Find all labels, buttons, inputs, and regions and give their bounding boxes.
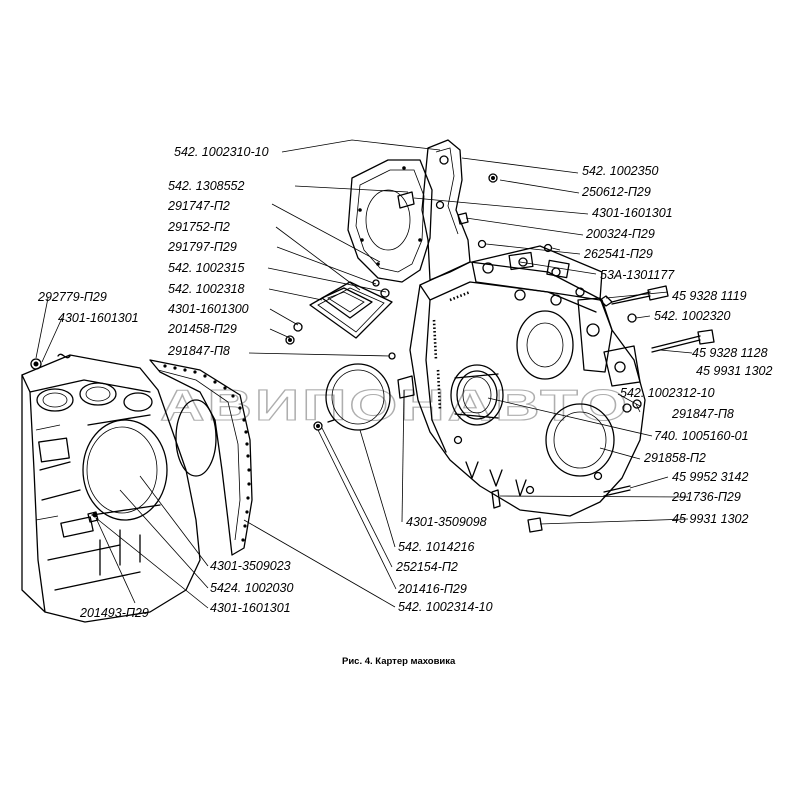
label-p34: 542. 1002314-10 bbox=[398, 600, 493, 614]
part-labels: 542. 1002310-10 542. 1308552 291747-П2 2… bbox=[37, 145, 773, 620]
label-p13: 542. 1002350 bbox=[582, 164, 659, 178]
label-p3: 291747-П2 bbox=[167, 199, 230, 213]
label-p12: 4301-1601301 bbox=[58, 311, 139, 325]
cover-plate-drawing bbox=[313, 363, 415, 431]
label-p10: 291847-П8 bbox=[167, 344, 230, 358]
label-p22: 542. 1002312-10 bbox=[620, 386, 715, 400]
label-p9: 201458-П29 bbox=[167, 322, 237, 336]
label-p8: 4301-1601300 bbox=[168, 302, 249, 316]
engine-block-drawing bbox=[21, 353, 253, 623]
label-p7: 542. 1002318 bbox=[168, 282, 245, 296]
label-p24: 740. 1005160-01 bbox=[654, 429, 749, 443]
label-p33: 201416-П29 bbox=[397, 582, 467, 596]
label-p20: 542. 1002320 bbox=[654, 309, 731, 323]
label-p21: 45 9328 1128 bbox=[692, 346, 768, 360]
label-p30: 4301-3509098 bbox=[406, 515, 487, 529]
label-p6: 542. 1002315 bbox=[168, 261, 245, 275]
label-p11: 292779-П29 bbox=[37, 290, 107, 304]
label-p31: 542. 1014216 bbox=[398, 540, 475, 554]
label-p14: 250612-П29 bbox=[581, 185, 651, 199]
label-p27: 291736-П29 bbox=[671, 490, 741, 504]
label-p4: 291752-П2 bbox=[167, 220, 230, 234]
label-p17: 262541-П29 bbox=[583, 247, 653, 261]
inspection-cover-drawing bbox=[285, 279, 396, 360]
label-p1: 542. 1002310-10 bbox=[174, 145, 269, 159]
label-p37: 201493-П29 bbox=[79, 606, 149, 620]
label-p19: 45 9328 1119 bbox=[672, 289, 747, 303]
label-p15: 4301-1601301 bbox=[592, 206, 673, 220]
label-p28: 45 9931 1302 bbox=[672, 512, 749, 526]
label-p25: 291858-П2 bbox=[643, 451, 706, 465]
label-p32: 252154-П2 bbox=[395, 560, 458, 574]
label-p26: 45 9952 3142 bbox=[672, 470, 749, 484]
label-p5: 291797-П29 bbox=[167, 240, 237, 254]
label-p2: 542. 1308552 bbox=[168, 179, 245, 193]
label-p16: 200324-П29 bbox=[585, 227, 655, 241]
label-p36: 5424. 1002030 bbox=[210, 581, 293, 595]
label-p38: 4301-1601301 bbox=[210, 601, 291, 615]
label-p29: 45 9931 1302 bbox=[696, 364, 773, 378]
label-p18: 53А-1301177 bbox=[600, 268, 675, 282]
flywheel-housing-drawing bbox=[347, 139, 715, 533]
label-p23: 291847-П8 bbox=[671, 407, 734, 421]
leader-lines bbox=[35, 139, 693, 609]
figure-caption: Рис. 4. Картер маховика bbox=[342, 656, 456, 667]
label-p35: 4301-3509023 bbox=[210, 559, 291, 573]
